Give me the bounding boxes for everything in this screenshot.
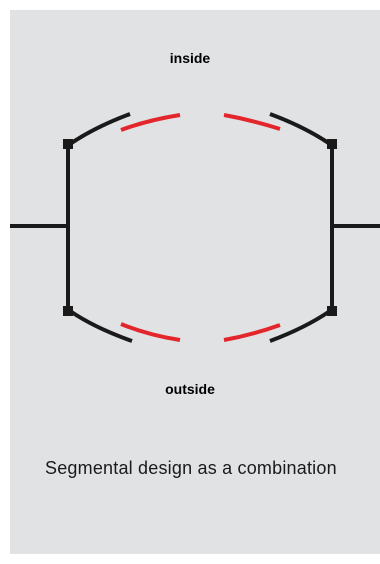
bottom-right-black-segment: [269, 309, 332, 343]
top-left-red-segment: [120, 113, 181, 132]
bottom-left-red-segment: [120, 322, 181, 342]
bottom-right-red-segment: [223, 323, 281, 342]
top-left-black-segment: [68, 112, 131, 146]
left-top-cap: [63, 139, 73, 149]
top-right-black-segment: [269, 112, 332, 146]
outside-label: outside: [165, 381, 215, 397]
bottom-left-black-segment: [68, 309, 133, 343]
right-bottom-cap: [327, 306, 337, 316]
caption: Segmental design as a combination: [45, 458, 337, 478]
diagram-panel: [10, 10, 380, 554]
inside-label: inside: [169, 50, 211, 66]
right-top-cap: [327, 139, 337, 149]
left-bottom-cap: [63, 306, 73, 316]
top-right-red-segment: [223, 113, 281, 131]
